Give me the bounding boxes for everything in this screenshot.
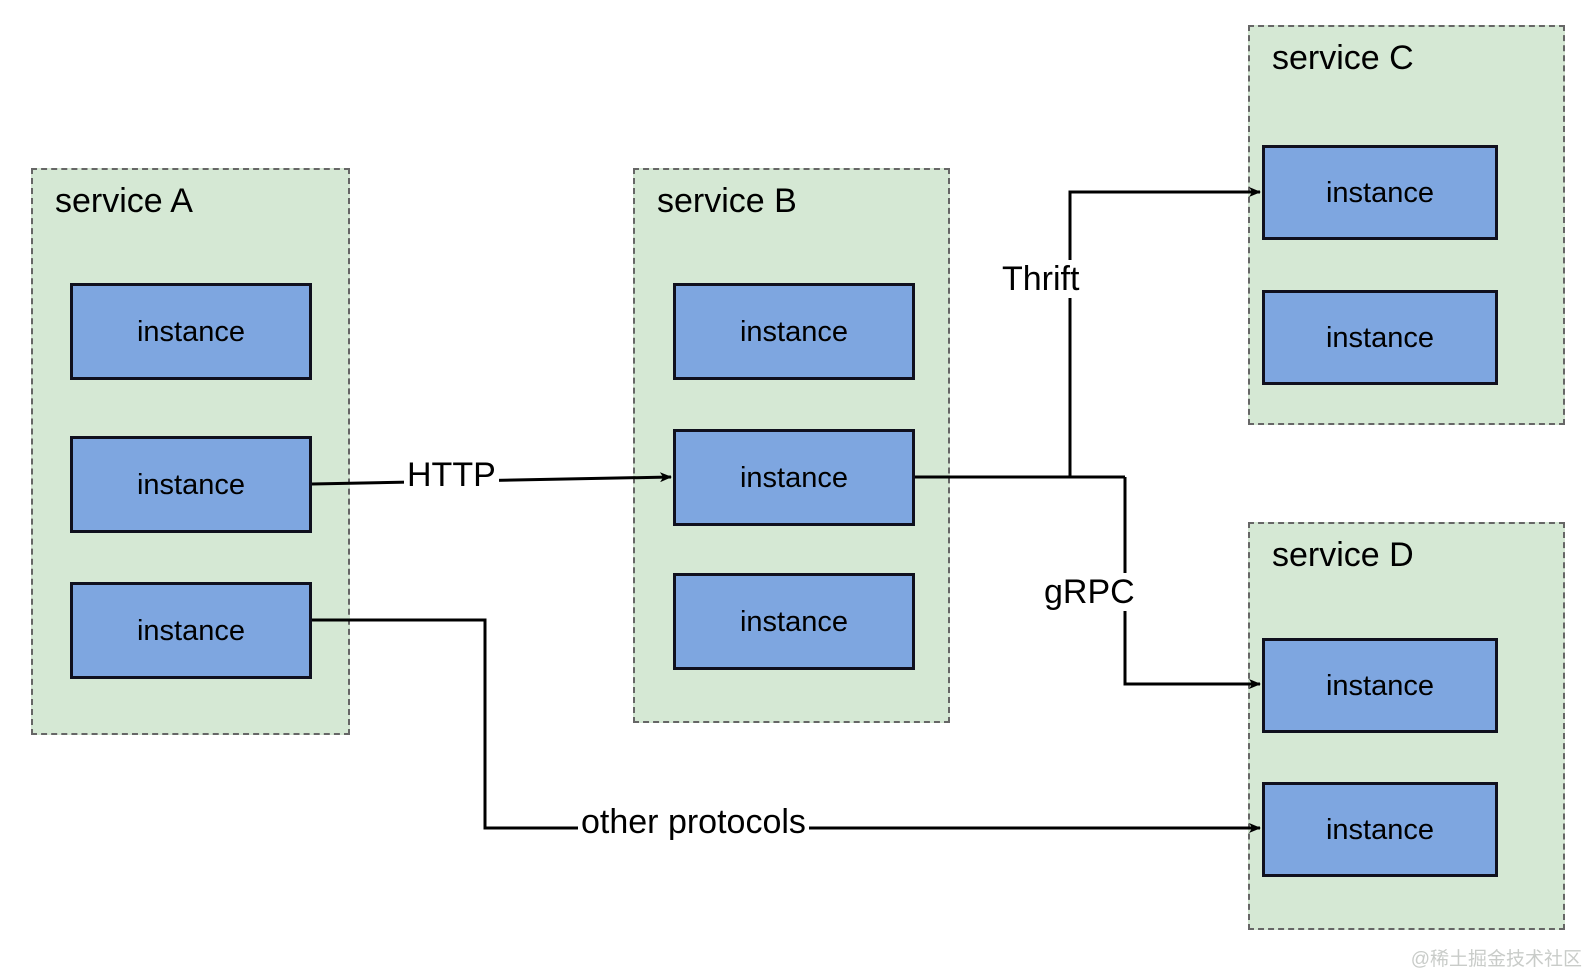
instance-label: instance bbox=[136, 614, 245, 647]
instance-label: instance bbox=[1325, 813, 1434, 846]
service-d-title: service D bbox=[1272, 536, 1414, 574]
service-c-title: service C bbox=[1272, 39, 1414, 77]
service-b-instance-3[interactable]: instance bbox=[673, 573, 915, 670]
edge-other-label: other protocols bbox=[578, 803, 809, 841]
service-a-title: service A bbox=[55, 182, 193, 220]
instance-label: instance bbox=[739, 461, 848, 494]
edge-grpc-label: gRPC bbox=[1041, 573, 1138, 611]
service-b-instance-2[interactable]: instance bbox=[673, 429, 915, 526]
service-a-instance-3[interactable]: instance bbox=[70, 582, 312, 679]
service-b-instance-1[interactable]: instance bbox=[673, 283, 915, 380]
service-d-instance-1[interactable]: instance bbox=[1262, 638, 1498, 733]
service-c-instance-2[interactable]: instance bbox=[1262, 290, 1498, 385]
edge-grpc-line bbox=[1123, 477, 1261, 689]
watermark: @稀土掘金技术社区 bbox=[1410, 949, 1582, 970]
service-b-title: service B bbox=[657, 182, 797, 220]
service-c-instance-1[interactable]: instance bbox=[1262, 145, 1498, 240]
instance-label: instance bbox=[739, 315, 848, 348]
instance-label: instance bbox=[1325, 176, 1434, 209]
instance-label: instance bbox=[1325, 321, 1434, 354]
edge-thrift-line bbox=[1068, 187, 1261, 477]
service-a-instance-2[interactable]: instance bbox=[70, 436, 312, 533]
instance-label: instance bbox=[136, 468, 245, 501]
instance-label: instance bbox=[1325, 669, 1434, 702]
instance-label: instance bbox=[739, 605, 848, 638]
service-d-instance-2[interactable]: instance bbox=[1262, 782, 1498, 877]
edge-http-label: HTTP bbox=[404, 456, 499, 494]
edge-thrift-label: Thrift bbox=[999, 260, 1083, 298]
instance-label: instance bbox=[136, 315, 245, 348]
service-a-instance-1[interactable]: instance bbox=[70, 283, 312, 380]
